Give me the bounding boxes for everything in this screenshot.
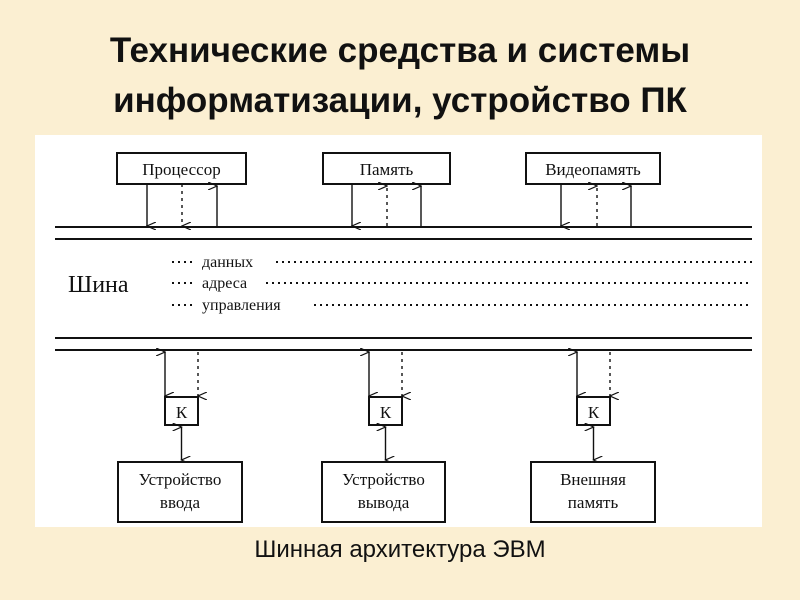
- device-label-line1: Устройство: [342, 470, 425, 489]
- controller-label: К: [380, 403, 392, 422]
- bus-line-label: данных: [202, 254, 253, 271]
- device-box-1: [321, 461, 446, 523]
- device-box-2: [530, 461, 656, 523]
- bus-line-label: адреса: [202, 275, 247, 292]
- unit-label: Видеопамять: [545, 160, 641, 179]
- controller-label: К: [176, 403, 188, 422]
- unit-box-1: [322, 152, 451, 185]
- device-label-line2: память: [568, 493, 619, 512]
- device-label-line1: Внешняя: [560, 470, 626, 489]
- controller-box: [164, 396, 199, 426]
- controller-box: [368, 396, 403, 426]
- controller-label: К: [588, 403, 600, 422]
- device-box-0: [117, 461, 243, 523]
- slide-title-line2: информатизации, устройство ПК: [113, 81, 687, 120]
- unit-label: Процессор: [142, 160, 220, 179]
- bus-label: Шина: [68, 272, 129, 298]
- device-label-line1: Устройство: [139, 470, 222, 489]
- bus-line-label: управления: [202, 297, 281, 314]
- device-label-line2: ввода: [160, 493, 201, 512]
- controller-box: [576, 396, 611, 426]
- slide-caption: Шинная архитектура ЭВМ: [254, 536, 546, 563]
- unit-label: Память: [360, 160, 414, 179]
- slide-title-line1: Технические средства и системы: [109, 31, 691, 70]
- device-label-line2: вывода: [358, 493, 410, 512]
- unit-box-0: [116, 152, 247, 185]
